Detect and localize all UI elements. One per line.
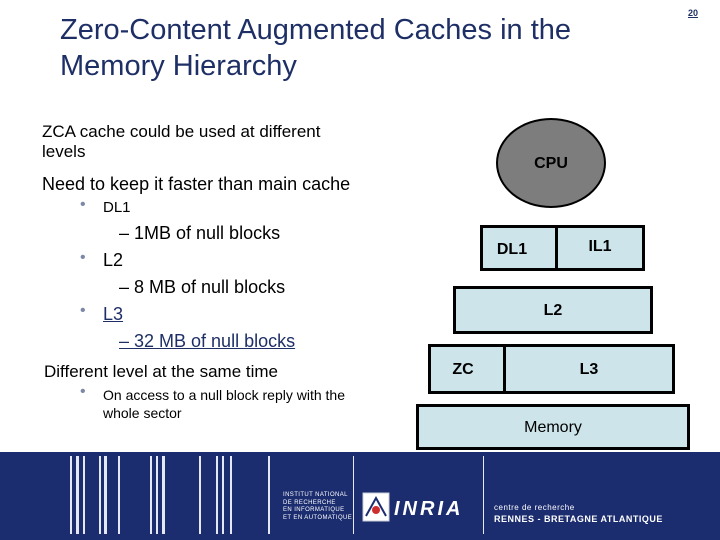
bullet-l2: • [80,249,86,266]
dl1-text: DL1 [103,199,131,216]
title-line-1: Zero-Content Augmented Caches in the [60,14,572,46]
institut-line-4: ET EN AUTOMATIQUE [283,514,353,521]
footer-stripe [104,456,107,534]
levels-line-1: ZCA cache could be used at different [42,122,321,141]
l3-sub-text: – 32 MB of null blocks [119,331,295,352]
footer-stripe [230,456,232,534]
faster-text: Need to keep it faster than main cache [42,174,351,194]
footer-stripe [83,456,85,534]
centre-line-2: RENNES - BRETAGNE ATLANTIQUE [494,514,663,524]
l2-text: L2 [103,250,124,270]
title-line-2: Memory Hierarchy [60,50,297,82]
bullet-dl1: • [80,196,86,213]
footer-stripe [222,456,224,534]
access-line-2: whole sector [103,405,182,421]
institut-text: INSTITUT NATIONAL DE RECHERCHE EN INFORM… [283,492,352,522]
dl1-box [480,225,558,271]
centre-line-1: centre de recherche [494,503,575,512]
access-line-1: On access to a null block reply with the [103,387,346,403]
inria-wordmark: INRIA [394,498,464,520]
memory-label: Memory [524,419,582,436]
footer-stripe [268,456,270,534]
institut-line-2: DE RECHERCHE [283,499,336,506]
levels-line-2: levels [42,142,86,161]
footer-stripe [156,456,158,534]
cpu-node [496,118,606,208]
l2-label: L2 [543,302,563,319]
footer-stripe [99,456,101,534]
inria-logo-icon [362,492,390,522]
same-time-text: Different level at the same time [44,362,279,381]
footer-stripe [483,456,484,534]
footer-stripe [199,456,201,534]
l3-box [503,344,675,394]
dl1-sub-text: – 1MB of null blocks [119,223,281,243]
il1-label: IL1 [588,238,612,255]
footer-banner: INSTITUT NATIONAL DE RECHERCHE EN INFORM… [0,452,720,540]
access-text: On access to a null block reply with the… [103,386,403,422]
levels-text: ZCA cache could be used at different lev… [42,122,402,162]
memory-box [416,404,690,450]
cpu-label: CPU [534,155,568,172]
slide-title: Zero-Content Augmented Caches in the Mem… [60,12,660,84]
footer-stripe [216,456,218,534]
l3-label: L3 [579,361,599,378]
footer-stripe [353,456,354,534]
l3-text: L3 [103,304,124,324]
footer-stripe [70,456,72,534]
footer-stripe [118,456,120,534]
footer-stripe [76,456,79,534]
l3-sub-link: – 32 MB of null blocks [119,331,296,351]
zc-box [428,344,506,394]
bullet-access: • [80,383,86,400]
il1-box [555,225,645,271]
page-number: 20 [688,8,699,18]
dl1-label: DL1 [496,241,528,258]
l2-box [453,286,653,334]
zc-label: ZC [452,361,474,378]
institut-line-3: EN INFORMATIQUE [283,507,345,513]
footer-stripe [150,456,152,534]
bullet-l3: • [80,302,86,319]
l2-sub-text: – 8 MB of null blocks [119,277,286,297]
institut-line-1: INSTITUT NATIONAL [283,492,348,498]
footer-stripe [162,456,165,534]
